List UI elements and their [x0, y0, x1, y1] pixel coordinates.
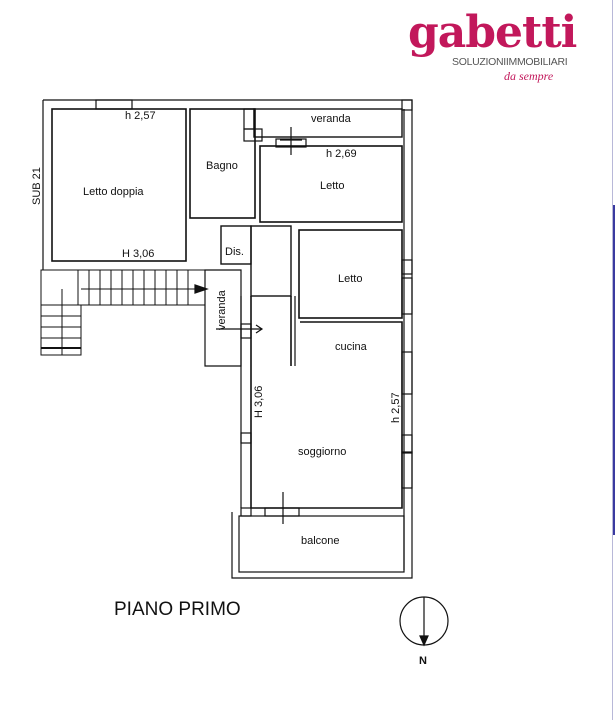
logo-tagline: da sempre — [504, 69, 554, 83]
height-letto-1-top: h 2,69 — [326, 148, 357, 160]
label-bagno: Bagno — [206, 160, 238, 172]
label-veranda-side: veranda — [216, 289, 228, 330]
label-dis: Dis. — [225, 246, 244, 258]
label-letto-2: Letto — [338, 273, 362, 285]
compass-north-label: N — [419, 655, 427, 667]
room-balcone — [238, 515, 405, 573]
height-letto-doppia-bottom: H 3,06 — [122, 248, 154, 260]
label-veranda-top: veranda — [311, 113, 352, 125]
label-letto-doppia: Letto doppia — [83, 186, 144, 198]
label-letto-1: Letto — [320, 180, 344, 192]
room-dis — [220, 225, 252, 265]
page-edge-marker — [613, 205, 615, 535]
room-letto-doppia — [51, 108, 187, 262]
label-soggiorno: soggiorno — [298, 446, 346, 458]
label-balcone: balcone — [301, 535, 340, 547]
page-edge — [612, 0, 613, 720]
room-veranda-side — [204, 269, 242, 367]
height-letto-doppia-top: h 2,57 — [125, 110, 156, 122]
plan-title: PIANO PRIMO — [114, 599, 241, 620]
room-bagno — [189, 108, 256, 219]
gabetti-logo: gabetti SOLUZIONIIMMOBILIARI da sempre — [408, 8, 577, 84]
logo-subtitle: SOLUZIONIIMMOBILIARI — [452, 56, 568, 68]
room-letto-1 — [259, 145, 403, 223]
label-sub-21: SUB 21 — [31, 167, 43, 205]
room-dis-lower — [250, 225, 292, 297]
label-cucina: cucina — [335, 341, 368, 353]
height-soggiorno-left: H 3,06 — [253, 386, 265, 418]
room-soggiorno — [250, 296, 403, 509]
staircase — [40, 269, 206, 356]
logo-brand: gabetti — [408, 7, 577, 58]
window-letto-doppia — [95, 99, 133, 110]
outer-wall — [43, 99, 413, 579]
height-soggiorno-right: h 2,57 — [390, 392, 402, 423]
